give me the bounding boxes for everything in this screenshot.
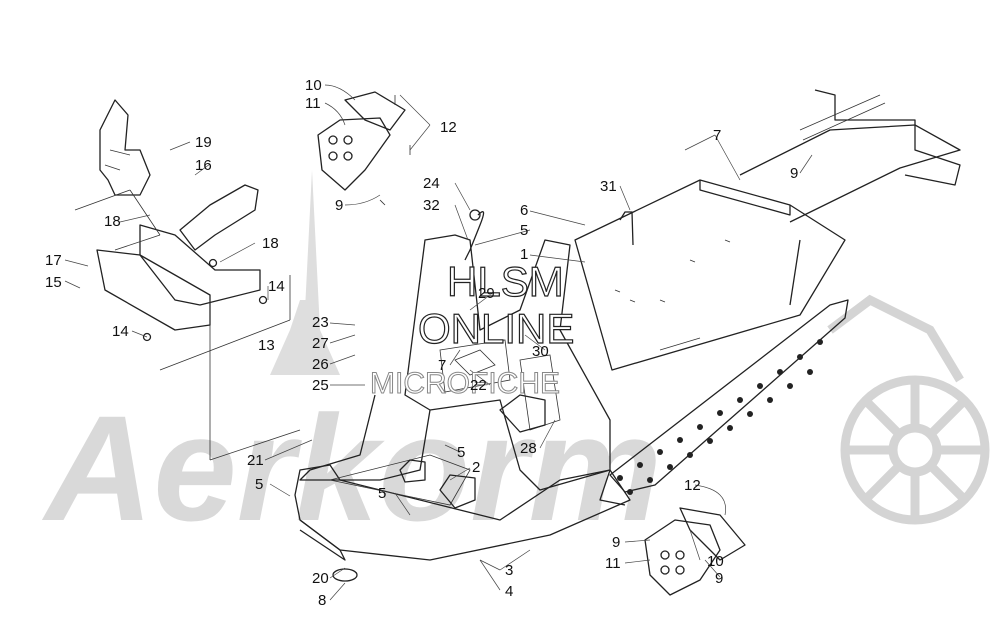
callout-25: 25: [312, 377, 329, 394]
callouts: 10 11 12 9 19 16 18 18 17 15 14 14 13 24…: [45, 77, 798, 609]
callout-9: 9: [790, 165, 798, 182]
watermark-online: ONLINE: [418, 305, 574, 352]
callout-5: 5: [520, 222, 528, 239]
callout-4: 4: [505, 583, 513, 600]
callout-18: 18: [262, 235, 279, 252]
callout-14: 14: [112, 323, 129, 340]
left-bracket-group: [74, 99, 301, 461]
callout-8: 8: [318, 592, 326, 609]
callout-12: 12: [440, 119, 457, 136]
callout-21: 21: [247, 452, 264, 469]
callout-5: 5: [457, 444, 465, 461]
callout-30: 30: [532, 343, 549, 360]
callout-9: 9: [612, 534, 620, 551]
callout-19: 19: [195, 134, 212, 151]
callout-14: 14: [268, 278, 285, 295]
callout-2: 2: [472, 459, 480, 476]
callout-12: 12: [684, 477, 701, 494]
callout-9: 9: [715, 570, 723, 587]
watermark-center: HLSM ONLINE MICROFICHE: [370, 257, 575, 400]
callout-17: 17: [45, 252, 62, 269]
watermark-microfiche: MICROFICHE: [370, 367, 560, 400]
upper-shield-group: [317, 91, 411, 206]
watermark-hlsm: HLSM: [447, 258, 564, 305]
callout-11: 11: [305, 95, 321, 112]
callout-24: 24: [423, 175, 440, 192]
callout-6: 6: [520, 202, 528, 219]
callout-18: 18: [104, 213, 121, 230]
callout-31: 31: [600, 178, 617, 195]
chassis-assembly: [294, 89, 961, 582]
running-board-holes: [617, 339, 823, 495]
tower-icon: [270, 170, 340, 375]
callout-26: 26: [312, 356, 329, 373]
motorcycle-icon: [827, 294, 990, 525]
callout-10: 10: [707, 553, 724, 570]
callout-28: 28: [520, 440, 537, 457]
callout-23: 23: [312, 314, 329, 331]
callout-7: 7: [438, 357, 446, 374]
callout-9: 9: [335, 197, 343, 214]
lower-shield-group: [644, 507, 746, 596]
callout-16: 16: [195, 157, 212, 174]
callout-3: 3: [505, 562, 513, 579]
callout-5: 5: [378, 485, 386, 502]
callout-5: 5: [255, 476, 263, 493]
callout-1: 1: [520, 246, 528, 263]
callout-32: 32: [423, 197, 440, 214]
callout-11: 11: [605, 555, 621, 572]
callout-20: 20: [312, 570, 329, 587]
callout-22: 22: [470, 377, 487, 394]
callout-7: 7: [713, 127, 721, 144]
callout-13: 13: [258, 337, 275, 354]
callout-29: 29: [478, 285, 495, 302]
leader-lines: [64, 84, 813, 601]
callout-15: 15: [45, 274, 62, 291]
callout-10: 10: [305, 77, 322, 94]
callout-27: 27: [312, 335, 329, 352]
